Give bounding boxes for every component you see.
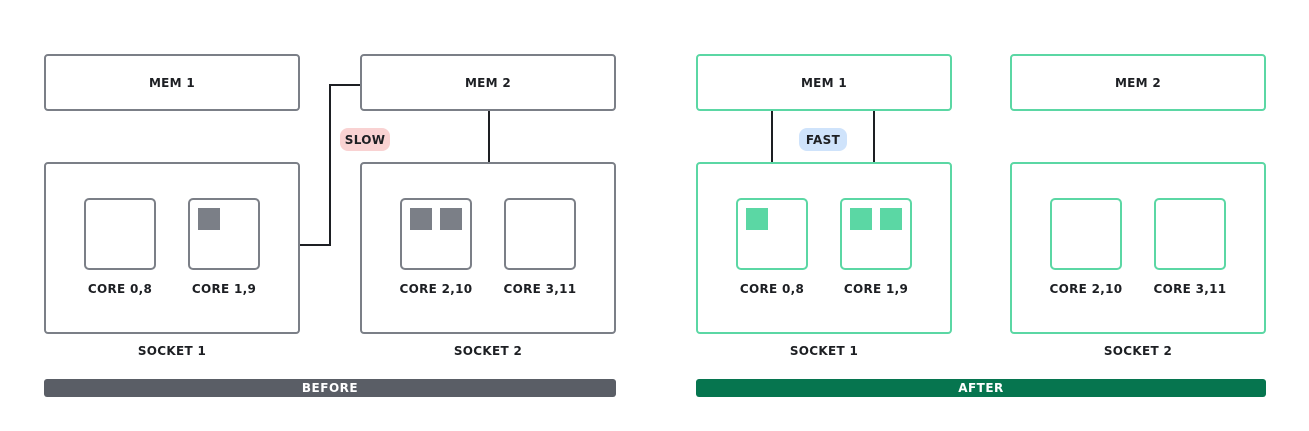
before-mem1-label: MEM 1 [148,75,196,90]
after-core-2-label: CORE 2,10 [1049,282,1123,296]
before-core-3-label: CORE 3,11 [503,282,577,296]
after-core-3-box [1154,198,1226,270]
after-mem2-box: MEM 2 [1010,54,1266,111]
before-socket1-box [44,162,300,334]
before-wire-cross-v [329,84,331,246]
before-wire-mem2-h [329,84,360,86]
before-mem2-label: MEM 2 [464,75,512,90]
after-banner: AFTER [696,379,1266,397]
after-core-0-label: CORE 0,8 [739,282,805,296]
before-socket1-label: SOCKET 1 [137,344,207,358]
after-mem2-label: MEM 2 [1114,75,1162,90]
after-socket2-box [1010,162,1266,334]
after-core-2-box [1050,198,1122,270]
before-mem1-box: MEM 1 [44,54,300,111]
after-thread-core1-a [850,208,872,230]
before-banner: BEFORE [44,379,616,397]
before-wire-socket2-mem2 [488,111,490,163]
before-socket2-box [360,162,616,334]
before-mem2-box: MEM 2 [360,54,616,111]
before-thread-core2-a [410,208,432,230]
after-socket1-label: SOCKET 1 [789,344,859,358]
after-socket2-label: SOCKET 2 [1103,344,1173,358]
before-slow-badge: SLOW [340,128,390,151]
before-thread-core2-b [440,208,462,230]
after-core-3-label: CORE 3,11 [1153,282,1227,296]
after-wire-right [873,111,875,163]
before-core-0-box [84,198,156,270]
after-wire-left [771,111,773,163]
before-wire-socket1-h [300,244,330,246]
after-thread-core1-b [880,208,902,230]
after-mem1-box: MEM 1 [696,54,952,111]
after-thread-core0 [746,208,768,230]
after-fast-badge: FAST [799,128,847,151]
after-mem1-label: MEM 1 [800,75,848,90]
after-core-1-label: CORE 1,9 [843,282,909,296]
before-core-3-box [504,198,576,270]
before-thread-core1 [198,208,220,230]
before-core-2-label: CORE 2,10 [399,282,473,296]
before-socket2-label: SOCKET 2 [453,344,523,358]
before-core-0-label: CORE 0,8 [87,282,153,296]
after-socket1-box [696,162,952,334]
before-core-1-label: CORE 1,9 [191,282,257,296]
